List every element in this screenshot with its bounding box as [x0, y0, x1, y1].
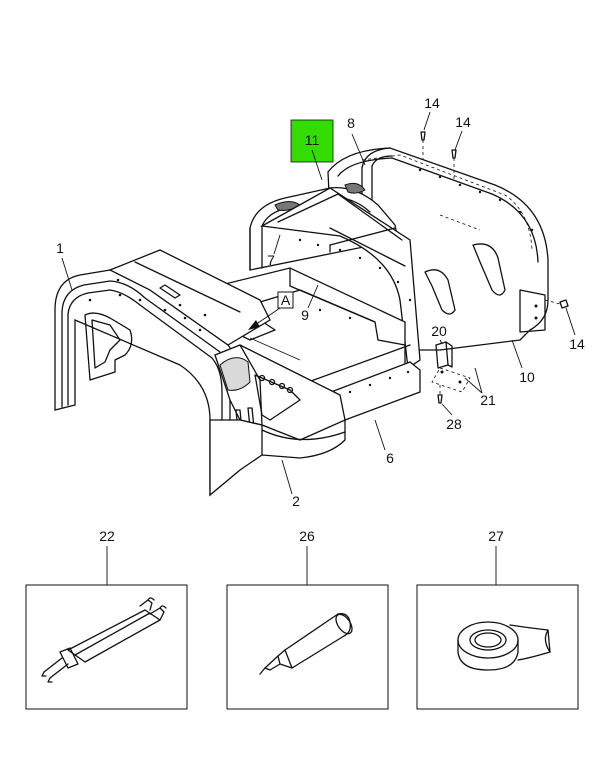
callout-labels: 1 2 6 7 8 9 10 14 14 14 20 21 28	[56, 95, 585, 509]
callout-7: 7	[267, 252, 275, 268]
callout-27: 27	[488, 528, 504, 544]
callout-21: 21	[480, 392, 496, 408]
callout-6: 6	[386, 450, 394, 466]
accessory-box-27[interactable]: 27	[416, 528, 579, 710]
view-a-indicator: A	[248, 291, 294, 330]
cowl-slots	[258, 374, 294, 394]
front-deck-holes	[88, 278, 207, 332]
sealant-tube-icon	[259, 613, 353, 675]
accessory-box-22[interactable]: 22	[25, 528, 188, 710]
callout-26: 26	[299, 528, 315, 544]
front-lower-part-2[interactable]	[209, 418, 346, 497]
callout-8: 8	[347, 115, 355, 131]
dual-syringe-icon	[41, 597, 167, 683]
rear-edge-holes	[418, 168, 534, 232]
callout-11: 11	[305, 132, 320, 148]
tape-roll-icon	[457, 621, 551, 671]
callout-14-mid: 14	[455, 114, 471, 130]
callout-9: 9	[301, 307, 309, 323]
callout-22: 22	[99, 528, 115, 544]
bolts-part-14[interactable]	[420, 131, 569, 309]
fastener-part-21[interactable]	[431, 367, 471, 393]
callout-1: 1	[56, 240, 64, 256]
bolt-part-28[interactable]	[437, 385, 443, 404]
callout-10: 10	[519, 369, 535, 385]
callout-2: 2	[292, 493, 300, 509]
callout-20: 20	[431, 323, 447, 339]
accessory-box-26[interactable]: 26	[226, 528, 389, 710]
highlight-callout-11[interactable]: 11	[290, 119, 334, 181]
middle-arch-part-7[interactable]	[249, 182, 421, 370]
callout-28: 28	[446, 416, 462, 432]
callout-14-side: 14	[569, 336, 585, 352]
view-a-label: A	[281, 292, 291, 308]
arch-holes	[298, 238, 412, 302]
front-fender-part-1[interactable]	[54, 249, 346, 497]
callout-14-top: 14	[424, 95, 440, 111]
bracket-part-20[interactable]	[435, 341, 453, 369]
